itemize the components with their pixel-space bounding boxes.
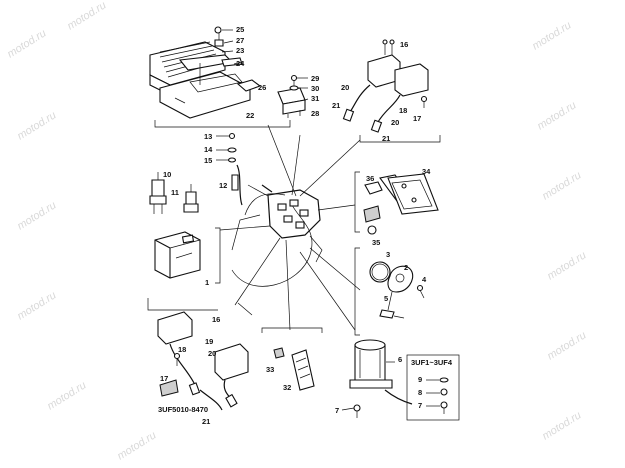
callout-26: 26 bbox=[258, 83, 266, 92]
watermark-text: motod.ru bbox=[540, 169, 583, 202]
callout-16b: 16 bbox=[212, 315, 220, 324]
watermark-text: motod.ru bbox=[45, 379, 88, 412]
callout-3: 3 bbox=[386, 250, 390, 259]
sensor-group-left: 13 14 15 12 10 11 bbox=[149, 132, 243, 214]
speed-sensor-group: 3 2 4 5 bbox=[354, 247, 427, 336]
watermark-text: motod.ru bbox=[15, 289, 58, 322]
callout-35: 35 bbox=[372, 238, 380, 247]
callout-19: 19 bbox=[205, 337, 213, 346]
callout-10: 10 bbox=[163, 170, 171, 179]
lamp-holder-group: 36 34 35 bbox=[354, 167, 439, 247]
watermark-text: motod.ru bbox=[545, 329, 588, 362]
callout-9: 9 bbox=[418, 375, 422, 384]
callout-34: 34 bbox=[422, 167, 431, 176]
callout-20b: 20 bbox=[391, 118, 399, 127]
callout-17: 17 bbox=[413, 114, 421, 123]
watermark-text: motod.ru bbox=[15, 199, 58, 232]
callout-18b: 18 bbox=[178, 345, 186, 354]
callout-14: 14 bbox=[204, 145, 213, 154]
callout-13: 13 bbox=[204, 132, 212, 141]
callout-18: 18 bbox=[399, 106, 407, 115]
watermark-text: motod.ru bbox=[5, 27, 48, 60]
callout-1: 1 bbox=[205, 278, 209, 287]
relay-group: 29 30 31 28 bbox=[277, 74, 319, 118]
callout-16: 16 bbox=[400, 40, 408, 49]
watermark-text: motod.ru bbox=[15, 109, 58, 142]
callout-15: 15 bbox=[204, 156, 212, 165]
callout-29: 29 bbox=[311, 74, 319, 83]
watermark-text: motod.ru bbox=[545, 249, 588, 282]
callout-32: 32 bbox=[283, 383, 291, 392]
leader-lines bbox=[219, 124, 361, 331]
ignition-coil-group-lower: 16 18 19 20 17 21 3UF5010-8470 bbox=[147, 298, 253, 426]
callout-23: 23 bbox=[236, 46, 244, 55]
sender-group: 6 7 3UF1~3UF4 9 8 7 bbox=[335, 339, 460, 421]
callout-30: 30 bbox=[311, 84, 319, 93]
fuse-group: 33 32 bbox=[261, 327, 323, 392]
figure-code: 3UF5010-8470 bbox=[158, 405, 208, 414]
callout-7: 7 bbox=[335, 406, 339, 415]
callout-17b: 17 bbox=[160, 374, 168, 383]
callout-2: 2 bbox=[404, 263, 408, 272]
main-wire-harness bbox=[231, 184, 323, 287]
watermark-text: motod.ru bbox=[535, 99, 578, 132]
callout-22: 22 bbox=[246, 111, 254, 120]
callout-36: 36 bbox=[366, 174, 374, 183]
watermark-layer: motod.ru motod.ru motod.ru motod.ru moto… bbox=[5, 0, 588, 463]
callout-25: 25 bbox=[236, 25, 244, 34]
callout-5: 5 bbox=[384, 294, 388, 303]
regulator-group: 1 bbox=[154, 227, 221, 287]
callout-7b: 7 bbox=[418, 401, 422, 410]
callout-21b: 21 bbox=[382, 134, 390, 143]
watermark-text: motod.ru bbox=[540, 409, 583, 442]
callout-12: 12 bbox=[219, 181, 227, 190]
callout-21: 21 bbox=[332, 101, 340, 110]
callout-21c: 21 bbox=[202, 417, 210, 426]
callout-20: 20 bbox=[341, 83, 349, 92]
callout-33: 33 bbox=[266, 365, 274, 374]
callout-28: 28 bbox=[311, 109, 319, 118]
watermark-text: motod.ru bbox=[530, 19, 573, 52]
watermark-text: motod.ru bbox=[115, 429, 158, 462]
inset-title: 3UF1~3UF4 bbox=[411, 358, 453, 367]
callout-8: 8 bbox=[418, 388, 422, 397]
ecu-group: 25 27 23 24 26 22 bbox=[149, 25, 291, 128]
callout-24: 24 bbox=[236, 59, 245, 68]
callout-11: 11 bbox=[171, 188, 179, 197]
callout-27: 27 bbox=[236, 36, 244, 45]
callout-4: 4 bbox=[422, 275, 427, 284]
callout-31: 31 bbox=[311, 94, 319, 103]
callout-6: 6 bbox=[398, 355, 402, 364]
ignition-coil-group-upper: 16 20 21 20 21 18 17 bbox=[332, 39, 441, 143]
callout-20c: 20 bbox=[208, 349, 216, 358]
watermark-text: motod.ru bbox=[65, 0, 108, 33]
